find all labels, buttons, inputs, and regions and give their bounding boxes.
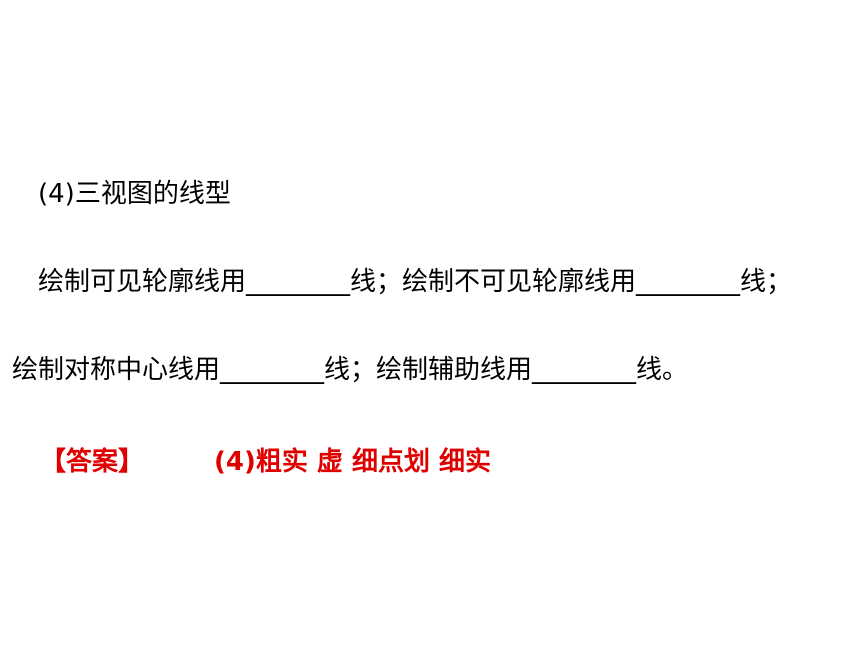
line2-text-c: 线。 [636, 355, 689, 385]
question-line-1: 绘制可见轮廓线用________线；绘制不可见轮廓线用________线； [38, 266, 792, 298]
fill-blank-4: ________ [532, 355, 637, 385]
question-heading: (4)三视图的线型 [38, 179, 231, 209]
question-line-2: 绘制对称中心线用________线；绘制辅助线用________线。 [12, 354, 688, 386]
answer-content: (4)粗实 虚 细点划 细实 [214, 447, 492, 477]
line1-text-b: 线；绘制不可见轮廓线用 [350, 267, 637, 297]
line1-text-a: 绘制可见轮廓线用 [38, 267, 247, 297]
answer-label: 【答案】 [40, 447, 145, 477]
line2-text-a: 绘制对称中心线用 [12, 355, 221, 385]
fill-blank-3: ________ [220, 355, 325, 385]
line2-text-b: 线；绘制辅助线用 [324, 355, 533, 385]
fill-blank-1: ________ [246, 267, 351, 297]
fill-blank-2: ________ [636, 267, 741, 297]
answer-line: 【答案】 (4)粗实 虚 细点划 细实 [40, 446, 491, 478]
line1-text-c: 线； [740, 267, 793, 297]
